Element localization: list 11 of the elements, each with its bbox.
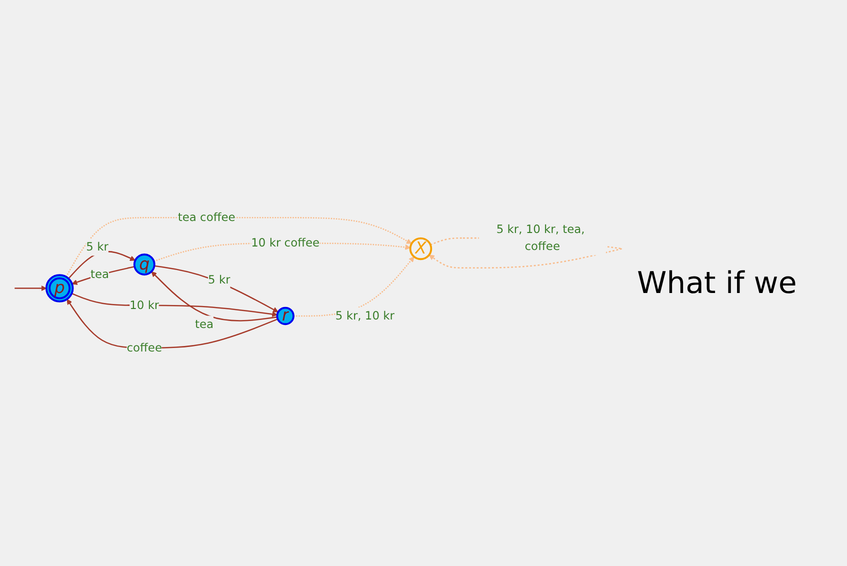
state-circle: X bbox=[409, 238, 432, 260]
arrow bbox=[151, 272, 278, 322]
state-circle: q bbox=[133, 254, 156, 276]
arrow bbox=[68, 251, 136, 280]
arrow bbox=[154, 266, 278, 313]
state-circle: r bbox=[276, 306, 294, 326]
state-circle: p bbox=[45, 274, 74, 303]
arrow bbox=[14, 286, 47, 292]
edge-label: 5 kr bbox=[86, 238, 108, 256]
edge-label: 5 kr bbox=[208, 272, 230, 289]
note-text: What if we bbox=[637, 266, 798, 300]
